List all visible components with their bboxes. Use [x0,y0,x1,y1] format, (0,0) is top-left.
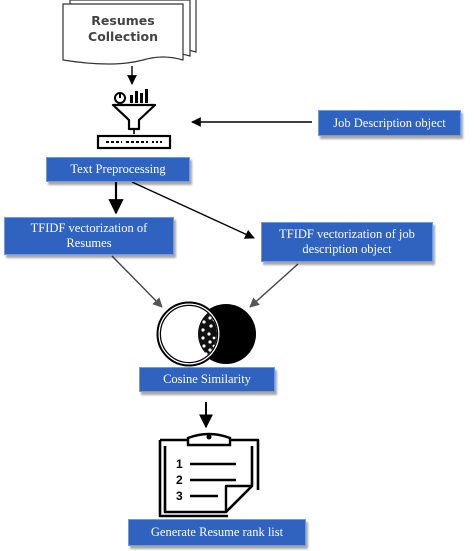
svg-text:2: 2 [176,473,183,487]
tfidf-resumes-line1: TFIDF vectorization of [30,221,148,235]
tfidf-job-line2: description object [302,242,392,256]
resumes-collection-line2: Collection [88,29,158,44]
svg-text:3: 3 [176,489,183,503]
resumes-collection-line1: Resumes [91,13,154,28]
job-description-label: Job Description object [333,115,446,130]
stacked-documents-icon: Resumes Collection [62,0,197,65]
venn-diagram-icon [156,301,256,367]
arrow-tfidf-job-to-cosine [249,263,299,308]
funnel-filter-icon [96,89,172,150]
tfidf-job-line1: TFIDF vectorization of job [279,227,415,241]
rank-list-label: Generate Resume rank list [150,525,284,539]
clipboard-list-icon: 1 2 3 [158,432,260,518]
text-preprocessing-box: Text Preprocessing [46,157,190,182]
tfidf-resumes-line2: Resumes [66,236,112,250]
tfidf-resumes-box: TFIDF vectorization of Resumes [4,217,174,255]
job-description-box: Job Description object [318,110,461,136]
svg-text:1: 1 [176,457,183,471]
cosine-similarity-box: Cosine Similarity [139,367,275,392]
arrow-preproc-to-tfidf-job [131,181,255,239]
arrow-tfidf-resumes-to-cosine [111,255,163,308]
tfidf-job-box: TFIDF vectorization of job description o… [261,222,433,262]
cosine-similarity-label: Cosine Similarity [163,372,251,386]
text-preprocessing-label: Text Preprocessing [70,162,166,176]
rank-list-box: Generate Resume rank list [128,519,306,546]
